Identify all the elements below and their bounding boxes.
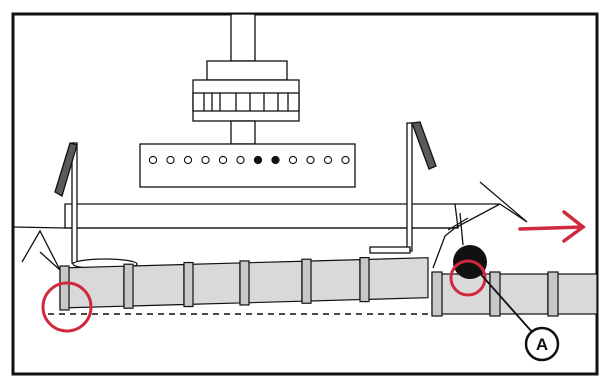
porthole [148, 155, 158, 165]
highlight-circle-stern [41, 281, 93, 333]
ship-stern-davit [21, 229, 61, 271]
pipe-joint [183, 261, 194, 308]
ship-hull-line [12, 203, 501, 229]
pipe-joint [489, 271, 501, 317]
porthole-row [148, 155, 350, 165]
ship-ramp-post [459, 212, 464, 246]
right-boom-post [406, 122, 413, 252]
pipe-joint [239, 260, 250, 306]
ship-main-deck [64, 203, 459, 229]
right-arrow-icon [518, 210, 586, 243]
deck-support-right [369, 246, 411, 254]
ship-mast-top [230, 13, 256, 62]
pipe-string-on-deck [59, 257, 429, 311]
diagram-frame [11, 12, 599, 376]
right-boom-flag [411, 121, 437, 170]
porthole [271, 155, 280, 165]
pipe-joint [431, 271, 443, 317]
ship-booms [54, 121, 437, 264]
ship-bow-stinger [479, 181, 528, 223]
ship-funnel [230, 120, 256, 145]
callout-circle-icon [524, 326, 560, 362]
porthole [201, 155, 210, 165]
pipe-segment [359, 257, 429, 301]
pipe-joint [59, 265, 70, 311]
callout-leader-line [476, 269, 534, 334]
ship-stern-rail [39, 251, 61, 271]
porthole [183, 155, 193, 165]
ship-superstructure [139, 143, 356, 188]
porthole [236, 155, 245, 165]
pipe-joint [123, 263, 134, 309]
callout-label: A [536, 335, 548, 354]
porthole [341, 155, 350, 165]
porthole [218, 155, 228, 165]
porthole [323, 155, 333, 165]
pipeline [59, 257, 598, 317]
ship-bridge-window-strip [192, 92, 300, 112]
porthole [306, 155, 315, 165]
left-boom-flag [54, 142, 78, 197]
ship-ramp [432, 227, 456, 269]
pipe-joint [359, 257, 370, 303]
pipe-joint [301, 258, 312, 304]
porthole [166, 155, 175, 165]
pipe-joint [547, 271, 559, 317]
porthole [288, 155, 298, 165]
pipe-string-seabed [431, 271, 598, 317]
porthole [253, 155, 263, 165]
ship [12, 13, 528, 271]
ship-bow-stinger-brace [447, 217, 469, 231]
ship-tower-upper [206, 60, 288, 81]
